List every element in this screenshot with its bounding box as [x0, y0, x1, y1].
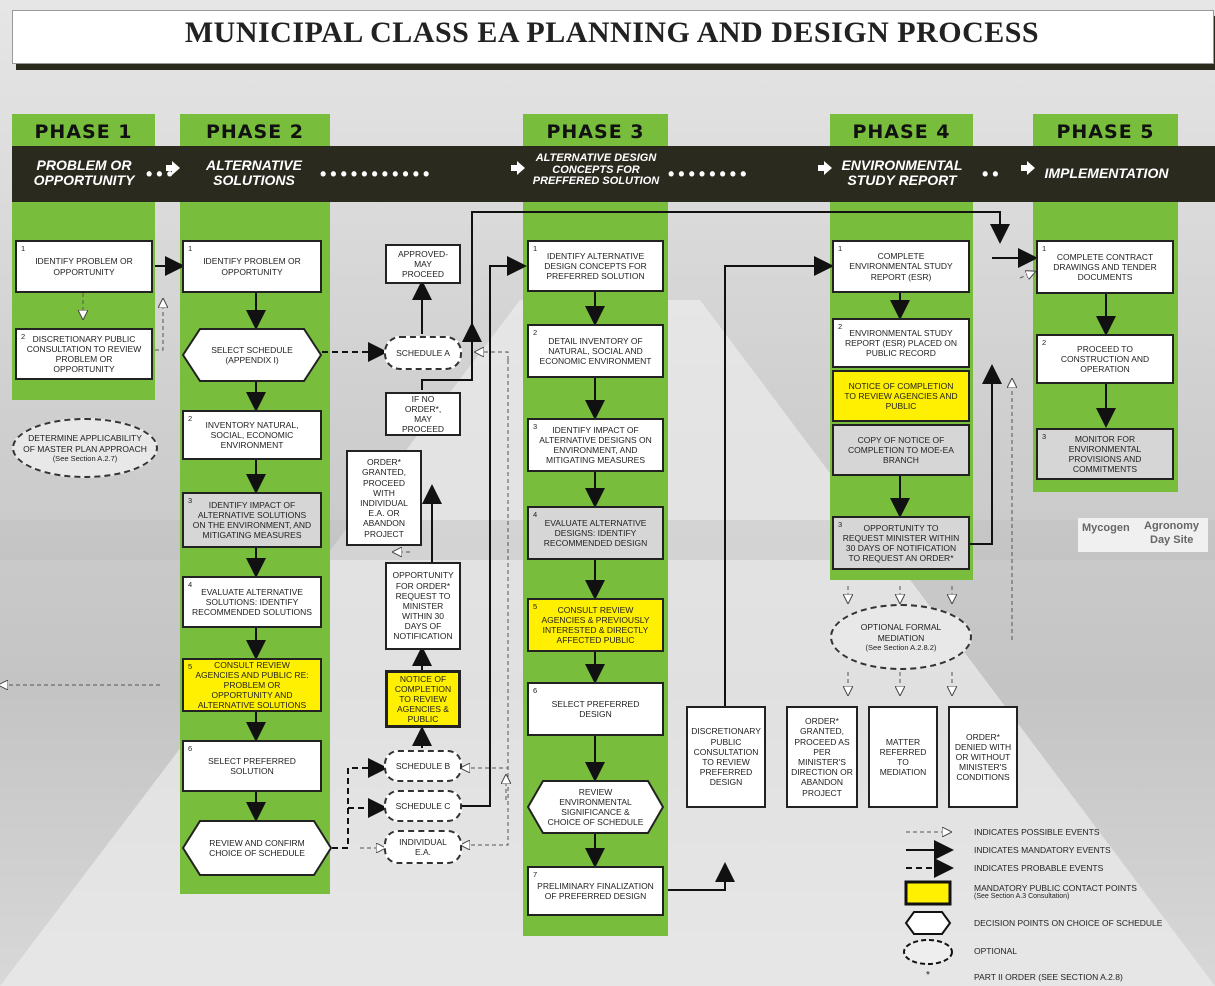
p2-select-schedule-hex: SELECT SCHEDULE (APPENDIX I)	[182, 328, 322, 382]
p4-matter-referred: MATTER REFERRED TO MEDIATION	[868, 706, 938, 808]
p4-order-granted: ORDER* GRANTED, PROCEED AS PER MINISTER'…	[786, 706, 858, 808]
p4-copy-of-notice: COPY OF NOTICE OF COMPLETION TO MOE-EA B…	[832, 424, 970, 476]
schedule-b: SCHEDULE B	[384, 750, 462, 782]
band-dots-3: ••••••••	[668, 164, 751, 184]
phase1-label: PHASE 1	[34, 121, 133, 143]
approved-may-proceed: APPROVED- MAY PROCEED	[385, 244, 461, 284]
title-box	[12, 10, 1214, 64]
p2-review-confirm-hex: REVIEW AND CONFIRM CHOICE OF SCHEDULE	[182, 820, 332, 876]
legend-decision: DECISION POINTS ON CHOICE OF SCHEDULE	[974, 918, 1163, 928]
legend-part-ii-order: PART II ORDER (See Section A.2.8)	[974, 972, 1123, 982]
phase5-label: PHASE 5	[1056, 121, 1155, 143]
legend-possible: INDICATES POSSIBLE EVENTS	[974, 827, 1100, 837]
p4-notice-of-completion: NOTICE OF COMPLETION TO REVIEW AGENCIES …	[832, 370, 970, 422]
band-phase5: IMPLEMENTATION	[1044, 165, 1169, 181]
band-dots-2: •••••••••••	[320, 164, 434, 184]
legend-contact: MANDATORY PUBLIC CONTACT POINTS(See Sect…	[974, 883, 1137, 900]
p3-review-env-significance-hex: REVIEW ENVIRONMENTAL SIGNIFICANCE & CHOI…	[527, 780, 664, 834]
order-granted-individual-ea: ORDER* GRANTED, PROCEED WITH INDIVIDUAL …	[346, 450, 422, 546]
phase3-label: PHASE 3	[546, 121, 645, 143]
if-no-order: IF NO ORDER*, MAY PROCEED	[385, 392, 461, 436]
roadside-sign: Mycogen Agronomy Day Site	[1078, 518, 1208, 552]
phase4-label: PHASE 4	[852, 121, 951, 143]
legend-star: *	[926, 970, 930, 981]
legend-mandatory: INDICATES MANDATORY EVENTS	[974, 845, 1111, 855]
p4-order-denied: ORDER* DENIED WITH OR WITHOUT MINISTER'S…	[948, 706, 1018, 808]
page-title: MUNICIPAL CLASS EA PLANNING AND DESIGN P…	[184, 16, 1040, 49]
opportunity-for-order: OPPORTUNITY FOR ORDER* REQUEST TO MINIST…	[385, 562, 461, 650]
individual-ea: INDIVIDUAL E.A.	[384, 830, 462, 864]
p4-formal-mediation-oval: OPTIONAL FORMAL MEDIATION(See Section A.…	[830, 604, 972, 670]
legend-optional: OPTIONAL	[974, 946, 1017, 956]
p1-master-plan-oval: DETERMINE APPLICABILITY OF MASTER PLAN A…	[12, 418, 158, 478]
schedule-a: SCHEDULE A	[384, 336, 462, 370]
discretionary-consultation-preferred-design: DISCRETIONARY PUBLIC CONSULTATION TO REV…	[686, 706, 766, 808]
band-dots-4: ••	[982, 164, 1003, 184]
phase-band	[12, 146, 1215, 202]
phase2-label: PHASE 2	[205, 121, 305, 143]
legend-probable: INDICATES PROBABLE EVENTS	[974, 863, 1104, 873]
schedule-c: SCHEDULE C	[384, 790, 462, 822]
notice-of-completion-mid: NOTICE OF COMPLETION TO REVIEW AGENCIES …	[385, 670, 461, 728]
